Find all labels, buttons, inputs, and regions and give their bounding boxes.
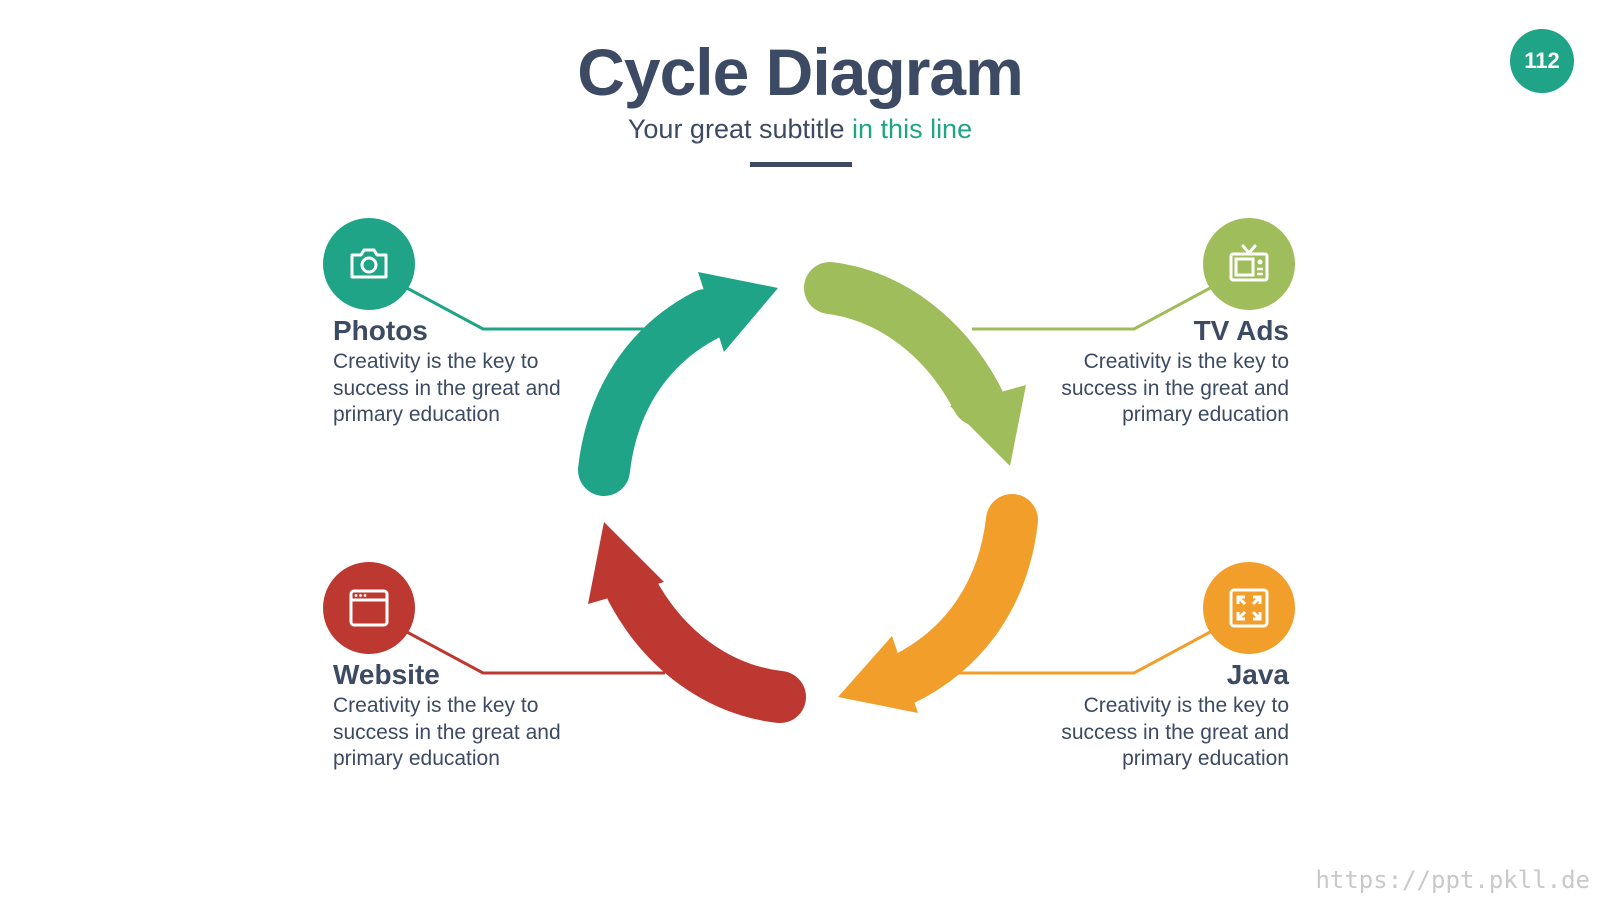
photos-description: Creativity is the key to success in the …: [333, 350, 561, 426]
browser-window-icon: [349, 589, 389, 627]
tvads-connector-line: [972, 285, 1213, 331]
website-connector-line: [404, 629, 665, 675]
tv-icon: [1229, 244, 1269, 282]
photos-icon-badge: [323, 218, 415, 310]
tvads-title: TV Ads: [1193, 315, 1289, 346]
watermark-text: https://ppt.pkll.de: [1315, 866, 1590, 894]
subtitle-main: Your great subtitle: [627, 114, 853, 144]
java-icon-badge: [1203, 562, 1295, 654]
camera-icon: [350, 248, 388, 279]
website-icon-badge: [323, 562, 415, 654]
page-subtitle: Your great subtitle in this line: [0, 114, 1600, 145]
java-description: Creativity is the key to success in the …: [1061, 694, 1289, 770]
java-connector-line: [952, 629, 1213, 675]
orange-cycle-arrow: [838, 494, 1038, 713]
tvads-description: Creativity is the key to success in the …: [1061, 350, 1289, 426]
red-cycle-arrow: [588, 522, 806, 723]
subtitle-accent: in this line: [852, 114, 973, 144]
website-title: Website: [333, 659, 440, 690]
page-number-badge: 112: [1510, 29, 1574, 93]
expand-icon: [1229, 588, 1269, 628]
photos-title: Photos: [333, 315, 428, 346]
website-description: Creativity is the key to success in the …: [333, 694, 561, 770]
title-underline: [750, 162, 852, 167]
photos-connector-line: [404, 285, 645, 331]
green-cycle-arrow: [804, 262, 1026, 466]
page-title: Cycle Diagram: [577, 35, 1024, 109]
teal-cycle-arrow: [578, 272, 778, 496]
java-title: Java: [1226, 659, 1289, 690]
tvads-icon-badge: [1203, 218, 1295, 310]
